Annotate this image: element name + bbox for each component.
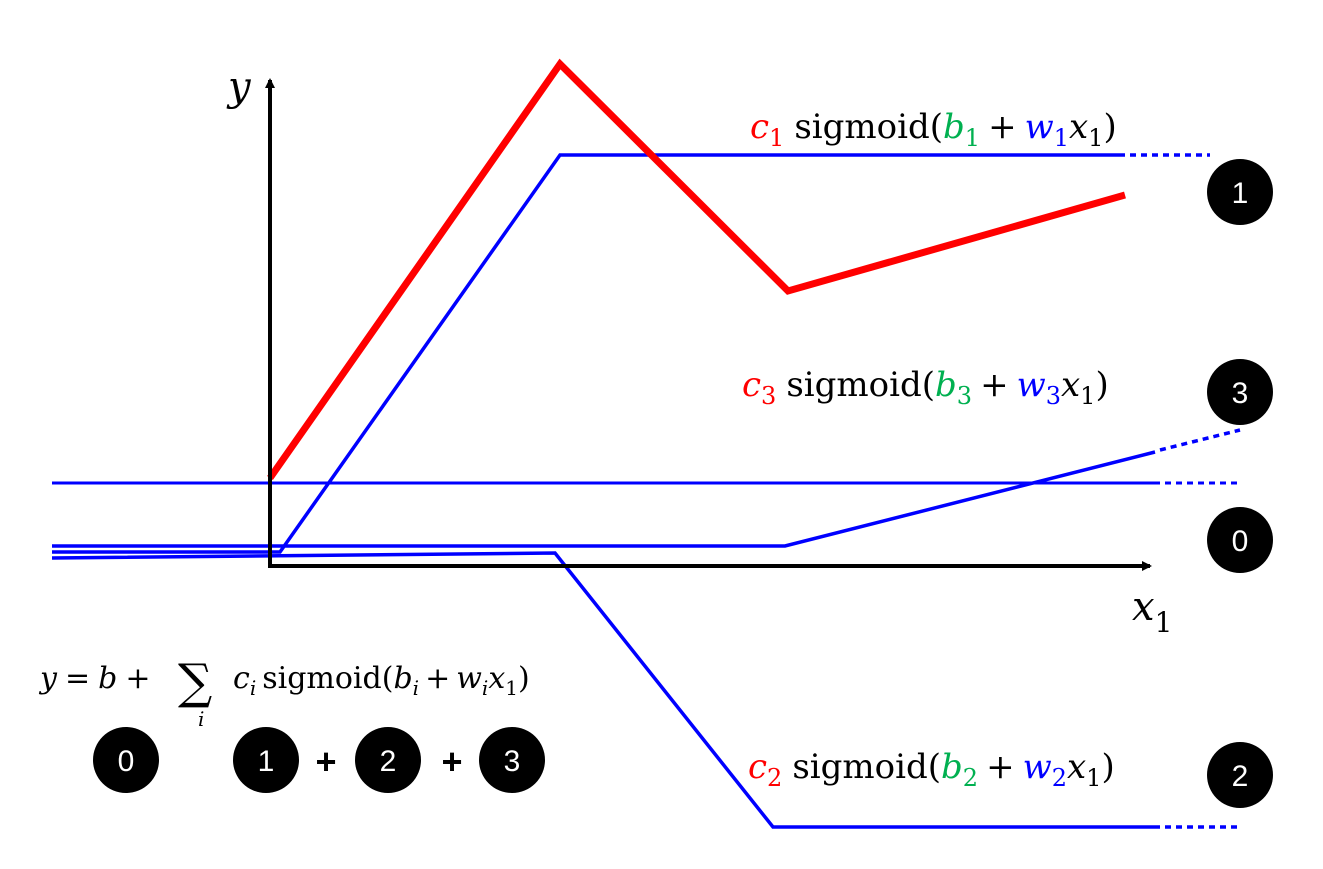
term-1-b: b xyxy=(943,107,965,147)
formula-arg-x: x xyxy=(488,661,505,696)
formula-arg-x-index: 1 xyxy=(505,676,518,700)
term-3-w: w xyxy=(1017,365,1046,405)
svg-text:1: 1 xyxy=(258,745,275,778)
formula-arg-w: w xyxy=(456,661,482,696)
row-operator-plus-1: + xyxy=(315,741,336,782)
term-2-b-index: 2 xyxy=(963,764,978,792)
term-1-b-index: 1 xyxy=(965,124,980,152)
term-1-open-paren: ( xyxy=(930,107,943,147)
term-3-b-index: 3 xyxy=(957,382,972,410)
formula-arg-plus: + xyxy=(425,661,450,696)
formula-b: b xyxy=(98,661,117,696)
term-3-b: b xyxy=(935,365,957,405)
term-3-fn: sigmoid xyxy=(786,365,921,405)
svg-text:3: 3 xyxy=(1232,377,1249,410)
formula-arg-w-index: i xyxy=(482,676,488,700)
term-3-w-index: 3 xyxy=(1046,382,1061,410)
term-3-coef: c xyxy=(742,365,761,405)
svg-text:0: 0 xyxy=(1232,525,1249,558)
formula-fn: sigmoid xyxy=(262,661,382,696)
term-1-fn: sigmoid xyxy=(794,107,929,147)
sigmoid-curve-1 xyxy=(52,153,1125,554)
x-axis-label: x1 xyxy=(1132,584,1172,639)
formula-equals: = xyxy=(65,661,90,696)
red-target-curve xyxy=(267,58,1126,481)
badge-term-3: 3 xyxy=(1207,359,1273,425)
formula-lhs: y xyxy=(38,661,58,696)
sigmoid-curve-3 xyxy=(52,450,1156,548)
term-3-x: x xyxy=(1061,365,1080,405)
formula-badge-row: 0 1 + 2 + 3 xyxy=(93,727,545,793)
term-2-close-paren: ) xyxy=(1101,747,1114,787)
term-2-fn: sigmoid xyxy=(792,747,927,787)
formula-sum-symbol: ∑ xyxy=(178,654,212,710)
svg-text:2: 2 xyxy=(1232,760,1249,793)
formula-sum-index: i xyxy=(198,707,204,731)
x-axis-label-sub: 1 xyxy=(1155,606,1173,639)
x-axis-label-main: x xyxy=(1132,584,1155,630)
formula-coef-index: i xyxy=(250,676,256,700)
y-axis-label: y xyxy=(226,64,252,110)
term-1-x: x xyxy=(1069,107,1088,147)
row-operator-plus-2: + xyxy=(441,741,462,782)
term-3-coef-index: 3 xyxy=(761,382,776,410)
badge-term-2: 2 xyxy=(1207,742,1273,808)
badge-constant-0: 0 xyxy=(1207,507,1273,573)
term-2-w: w xyxy=(1023,747,1052,787)
svg-text:y=b+: y=b+ xyxy=(38,661,150,696)
row-badge-1: 1 xyxy=(233,727,299,793)
term-2-b: b xyxy=(941,747,963,787)
term-1-plus: + xyxy=(988,107,1017,147)
term-1-w-index: 1 xyxy=(1054,124,1069,152)
formula-arg-b-index: i xyxy=(413,676,419,700)
term-2-x-index: 1 xyxy=(1086,764,1101,792)
term-1-coef: c xyxy=(750,107,769,147)
formula-arg-b: b xyxy=(393,661,412,696)
term-3-close-paren: ) xyxy=(1095,365,1108,405)
sigmoid-curve-2 xyxy=(51,551,1160,829)
term-3-x-index: 1 xyxy=(1080,382,1095,410)
formula-plus: + xyxy=(125,661,150,696)
term-1-x-index: 1 xyxy=(1088,124,1103,152)
term-3-plus: + xyxy=(980,365,1009,405)
term-2-w-index: 2 xyxy=(1052,764,1067,792)
term-1-close-paren: ) xyxy=(1103,107,1116,147)
term-2-plus: + xyxy=(986,747,1015,787)
row-badge-2: 2 xyxy=(355,727,421,793)
badge-term-1: 1 xyxy=(1207,159,1273,225)
row-badge-0: 0 xyxy=(93,727,159,793)
sigmoid-curve-3-dotted xyxy=(1159,428,1241,452)
svg-text:3: 3 xyxy=(504,745,521,778)
formula-open-paren: ( xyxy=(382,661,394,696)
term-1-w: w xyxy=(1025,107,1054,147)
row-badge-3: 3 xyxy=(479,727,545,793)
term-2-coef-index: 2 xyxy=(767,764,782,792)
term-2-x: x xyxy=(1067,747,1086,787)
term-2-coef: c xyxy=(748,747,767,787)
term-3-open-paren: ( xyxy=(922,365,935,405)
term-2-open-paren: ( xyxy=(928,747,941,787)
formula-close-paren: ) xyxy=(518,661,530,696)
term-1-coef-index: 1 xyxy=(769,124,784,152)
svg-text:1: 1 xyxy=(1232,177,1249,210)
formula-coef: c xyxy=(233,661,250,696)
svg-text:0: 0 xyxy=(118,745,135,778)
svg-text:2: 2 xyxy=(380,745,397,778)
